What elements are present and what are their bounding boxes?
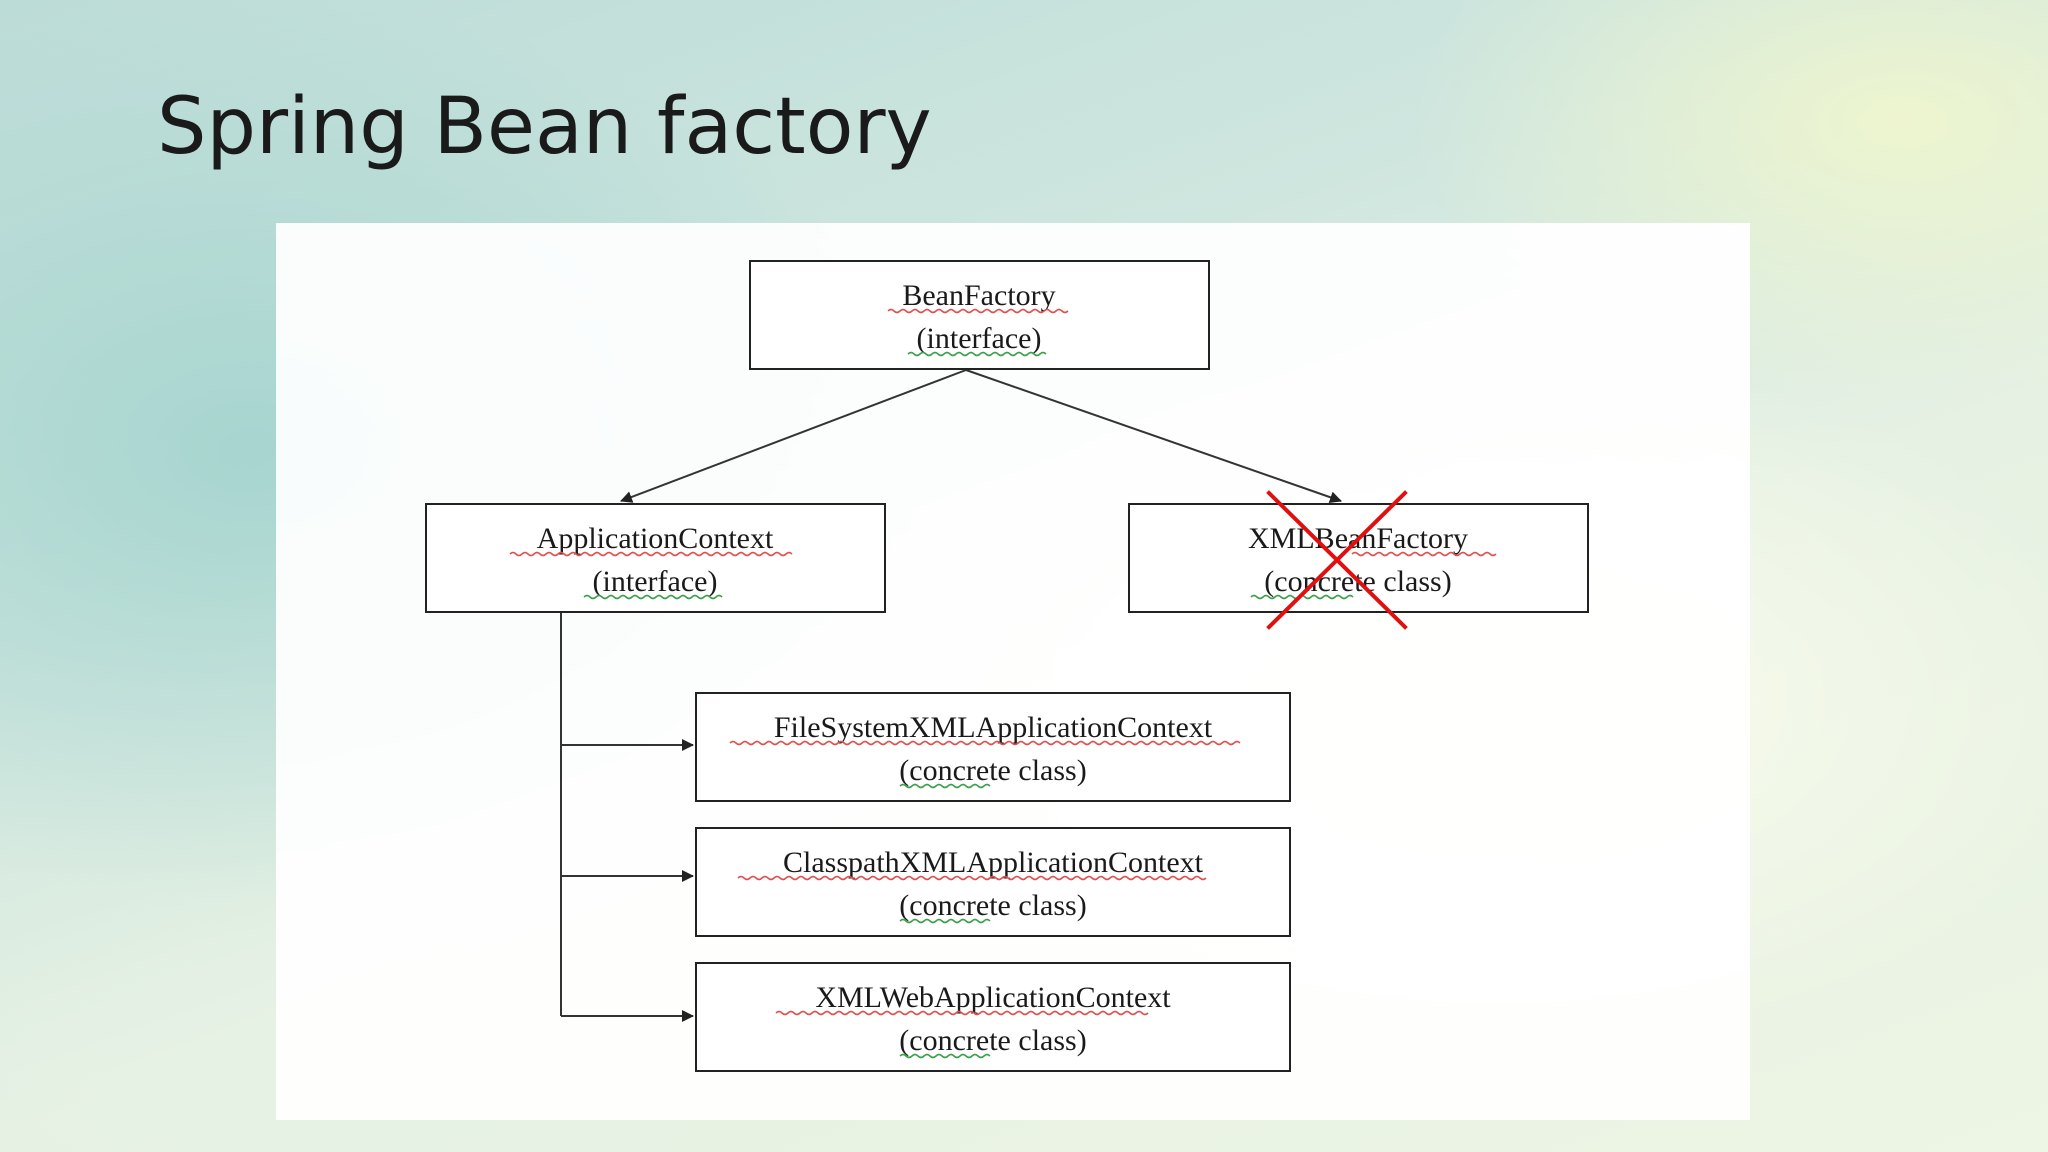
node-name: ApplicationContext (537, 522, 774, 555)
node-box (1128, 503, 1589, 613)
node-filesystem-context: FileSystemXMLApplicationContext (concret… (695, 692, 1291, 802)
spellcheck-underline (729, 740, 1241, 746)
node-box (749, 260, 1210, 370)
node-kind: (interface) (917, 322, 1042, 355)
grammar-underline (899, 1053, 991, 1059)
spellcheck-underline (1351, 551, 1497, 557)
edge-beanfactory-to-xmlbeanfactory (965, 369, 1342, 504)
cross-out-stroke (1266, 490, 1408, 630)
node-xmlbeanfactory: XMLBeanFactory (concrete class) (1128, 490, 1589, 630)
grammar-underline (583, 594, 723, 600)
grammar-underline (899, 918, 991, 924)
spellcheck-underline (737, 875, 1207, 881)
node-box (695, 827, 1291, 937)
node-box (425, 503, 886, 613)
grammar-underline (899, 783, 991, 789)
spellcheck-underline (775, 1010, 1149, 1016)
diagram-panel: BeanFactory (interface) ApplicationConte… (276, 223, 1750, 1120)
node-kind: (concrete class) (899, 889, 1086, 922)
node-kind: (concrete class) (899, 1024, 1086, 1057)
node-name: ClasspathXMLApplicationContext (783, 846, 1204, 879)
cross-out-mark (1266, 490, 1408, 630)
node-name: XMLWebApplicationContext (815, 981, 1171, 1014)
node-name: BeanFactory (902, 279, 1055, 312)
edge-beanfactory-to-applicationcontext (620, 369, 967, 503)
node-name: FileSystemXMLApplicationContext (774, 711, 1213, 744)
node-classpath-context: ClasspathXMLApplicationContext (concrete… (695, 827, 1291, 937)
node-beanfactory: BeanFactory (interface) (749, 260, 1210, 370)
node-kind: (interface) (593, 565, 718, 598)
spellcheck-underline (887, 308, 1069, 314)
spellcheck-underline (509, 551, 793, 557)
node-kind: (concrete class) (899, 754, 1086, 787)
node-xmlweb-context: XMLWebApplicationContext (concrete class… (695, 962, 1291, 1072)
node-box (695, 962, 1291, 1072)
class-hierarchy-diagram: BeanFactory (interface) ApplicationConte… (425, 260, 1589, 1072)
node-box (695, 692, 1291, 802)
grammar-underline (907, 351, 1047, 357)
node-applicationcontext: ApplicationContext (interface) (425, 503, 886, 613)
slide-title: Spring Bean factory (157, 82, 932, 172)
